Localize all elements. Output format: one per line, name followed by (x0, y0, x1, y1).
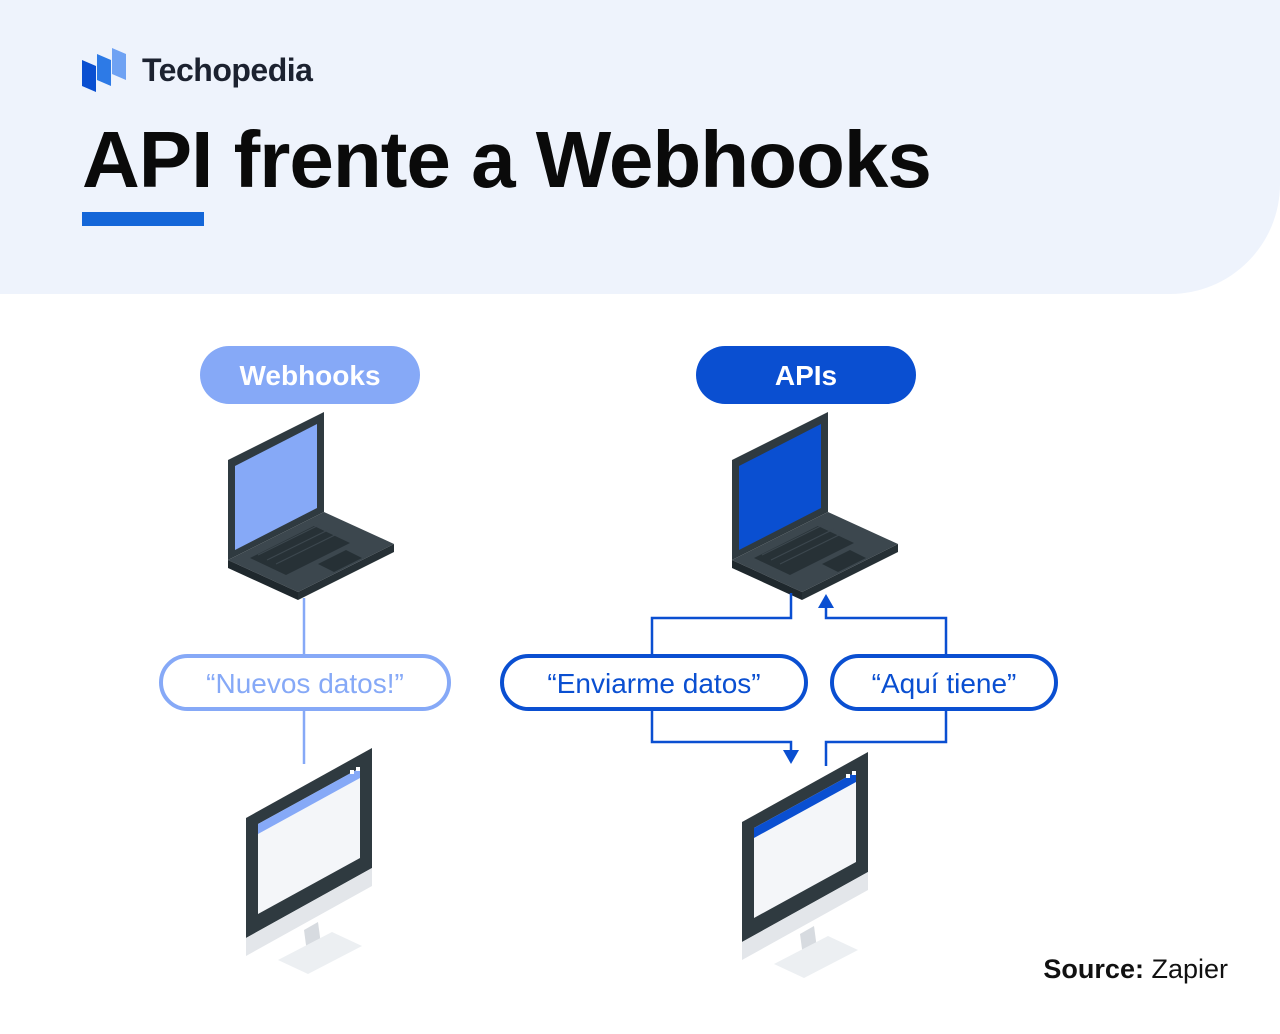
apis-request-bubble: “Enviarme datos” (500, 654, 808, 711)
title-underline (82, 212, 204, 226)
source-label: Source: (1043, 954, 1144, 984)
monitor-icon (742, 752, 868, 978)
source-value: Zapier (1151, 954, 1228, 984)
apis-pill: APIs (696, 346, 916, 404)
arrow-up-icon (818, 594, 834, 608)
brand: Techopedia (82, 48, 313, 92)
header-band (0, 0, 1280, 294)
source-note: Source: Zapier (1043, 954, 1228, 985)
apis-flow-lines (650, 593, 948, 766)
apis-request-message: “Enviarme datos” (547, 668, 760, 699)
arrow-down-icon (783, 750, 799, 764)
laptop-icon (731, 411, 899, 601)
webhooks-message: “Nuevos datos!” (206, 668, 404, 699)
techopedia-logo-icon (82, 48, 126, 92)
apis-response-bubble: “Aquí tiene” (830, 654, 1058, 711)
laptop-icon (227, 411, 395, 601)
page-title: API frente a Webhooks (82, 115, 932, 204)
apis-pill-label: APIs (775, 360, 837, 391)
webhooks-pill: Webhooks (200, 346, 420, 404)
webhooks-pill-label: Webhooks (239, 360, 380, 391)
apis-response-message: “Aquí tiene” (872, 668, 1017, 699)
webhooks-message-bubble: “Nuevos datos!” (159, 654, 451, 711)
brand-name: Techopedia (142, 51, 313, 88)
monitor-icon (246, 748, 372, 974)
